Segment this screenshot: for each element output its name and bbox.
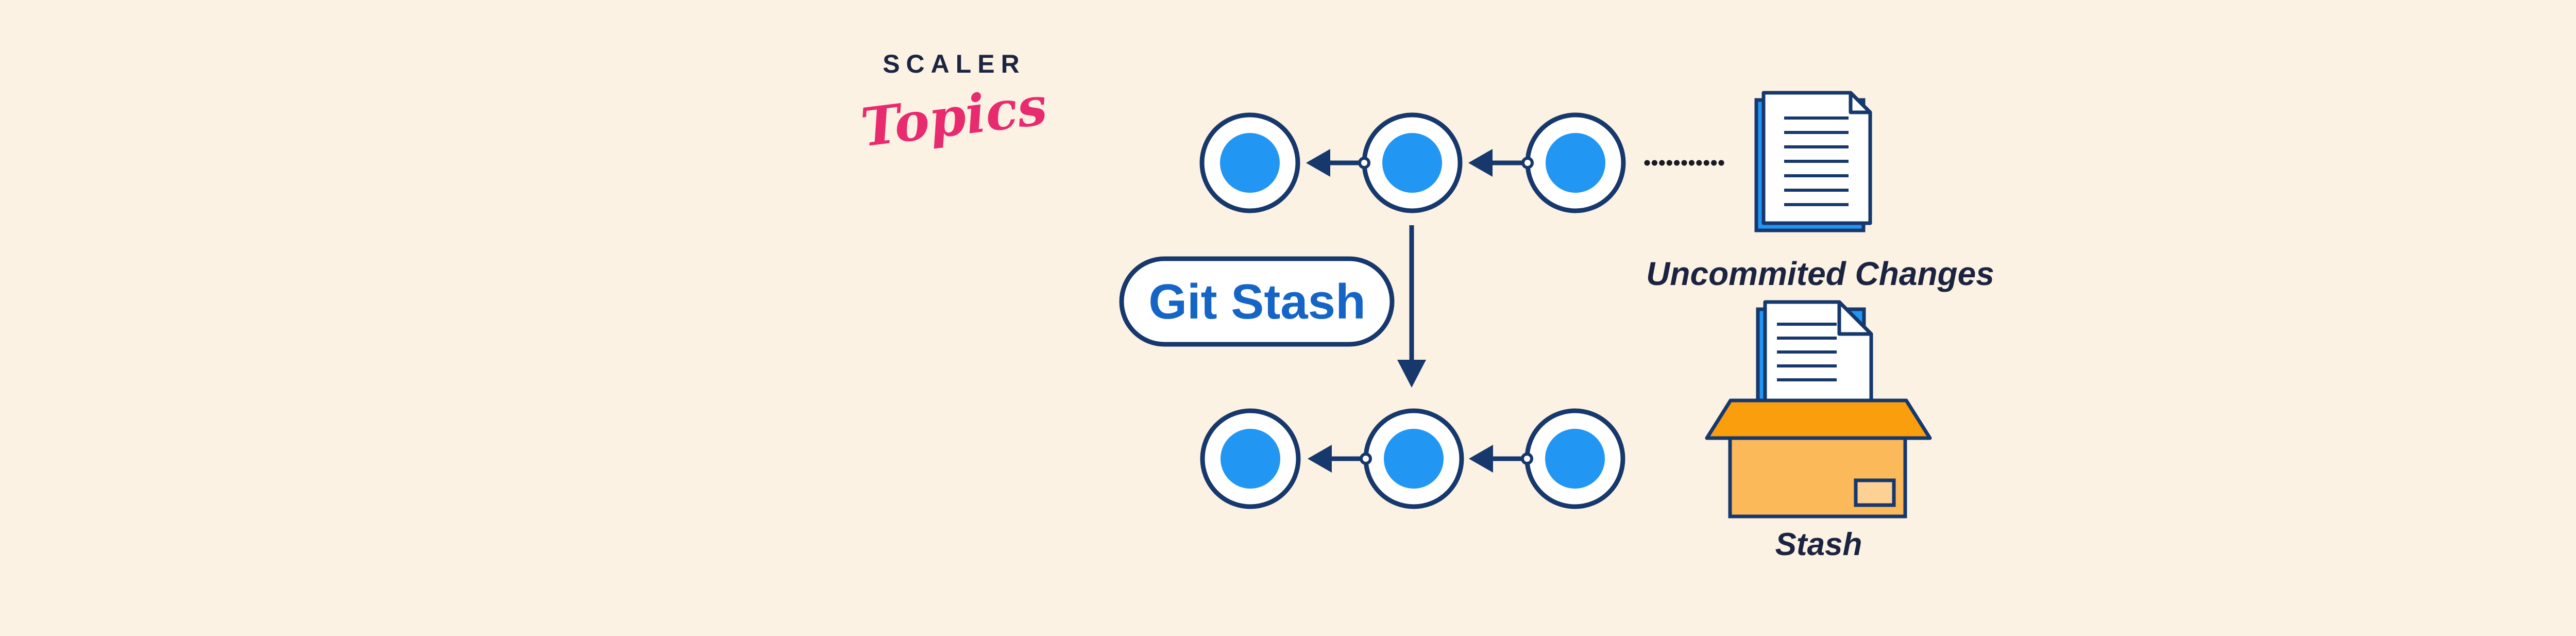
uncommitted-changes-document-icon bbox=[1754, 91, 1872, 232]
document-text-lines bbox=[1777, 323, 1837, 381]
commit-node-core bbox=[1545, 429, 1605, 489]
arrowhead-down-icon bbox=[1397, 360, 1426, 388]
commit-node-core bbox=[1384, 429, 1444, 489]
arrowhead-left-icon bbox=[1468, 149, 1493, 177]
edge-origin-ring-icon bbox=[1521, 453, 1533, 465]
stash-box-icon bbox=[1705, 300, 1932, 518]
commit-node-core bbox=[1382, 133, 1442, 193]
box-side-label bbox=[1854, 478, 1896, 507]
document-text-lines bbox=[1784, 116, 1849, 206]
scaler-topics-logo: SCALER Topics bbox=[858, 49, 1050, 159]
edge-origin-ring-icon bbox=[1521, 157, 1534, 169]
bottom-commit-row bbox=[1200, 408, 1625, 509]
arrowhead-left-icon bbox=[1308, 445, 1332, 473]
top-commit-row bbox=[1199, 112, 1732, 213]
edge-origin-ring-icon bbox=[1360, 453, 1372, 465]
commit-node-core bbox=[1220, 133, 1280, 193]
uncommitted-changes-label: Uncommited Changes bbox=[1646, 255, 1994, 292]
git-stash-pill-label: Git Stash bbox=[1148, 274, 1365, 329]
edge-origin-ring-icon bbox=[1358, 157, 1370, 169]
commit-node-core bbox=[1221, 429, 1280, 489]
box-open-flap bbox=[1705, 398, 1932, 440]
arrowhead-left-icon bbox=[1306, 149, 1330, 177]
logo-wordmark-text: Topics bbox=[858, 75, 1050, 159]
git-stash-pill: Git Stash bbox=[1119, 256, 1395, 347]
commit-node-core bbox=[1546, 133, 1605, 193]
document-folded-corner bbox=[1837, 300, 1873, 336]
git-stash-pill-shape bbox=[1119, 256, 1395, 347]
arrowhead-left-icon bbox=[1469, 445, 1493, 473]
stashed-document-icon bbox=[1756, 300, 1873, 414]
stash-transition-arrow bbox=[1397, 225, 1426, 388]
stash-label: Stash bbox=[1775, 527, 1862, 562]
document-folded-corner bbox=[1849, 91, 1872, 114]
logo-brand-text: SCALER bbox=[883, 49, 1026, 78]
